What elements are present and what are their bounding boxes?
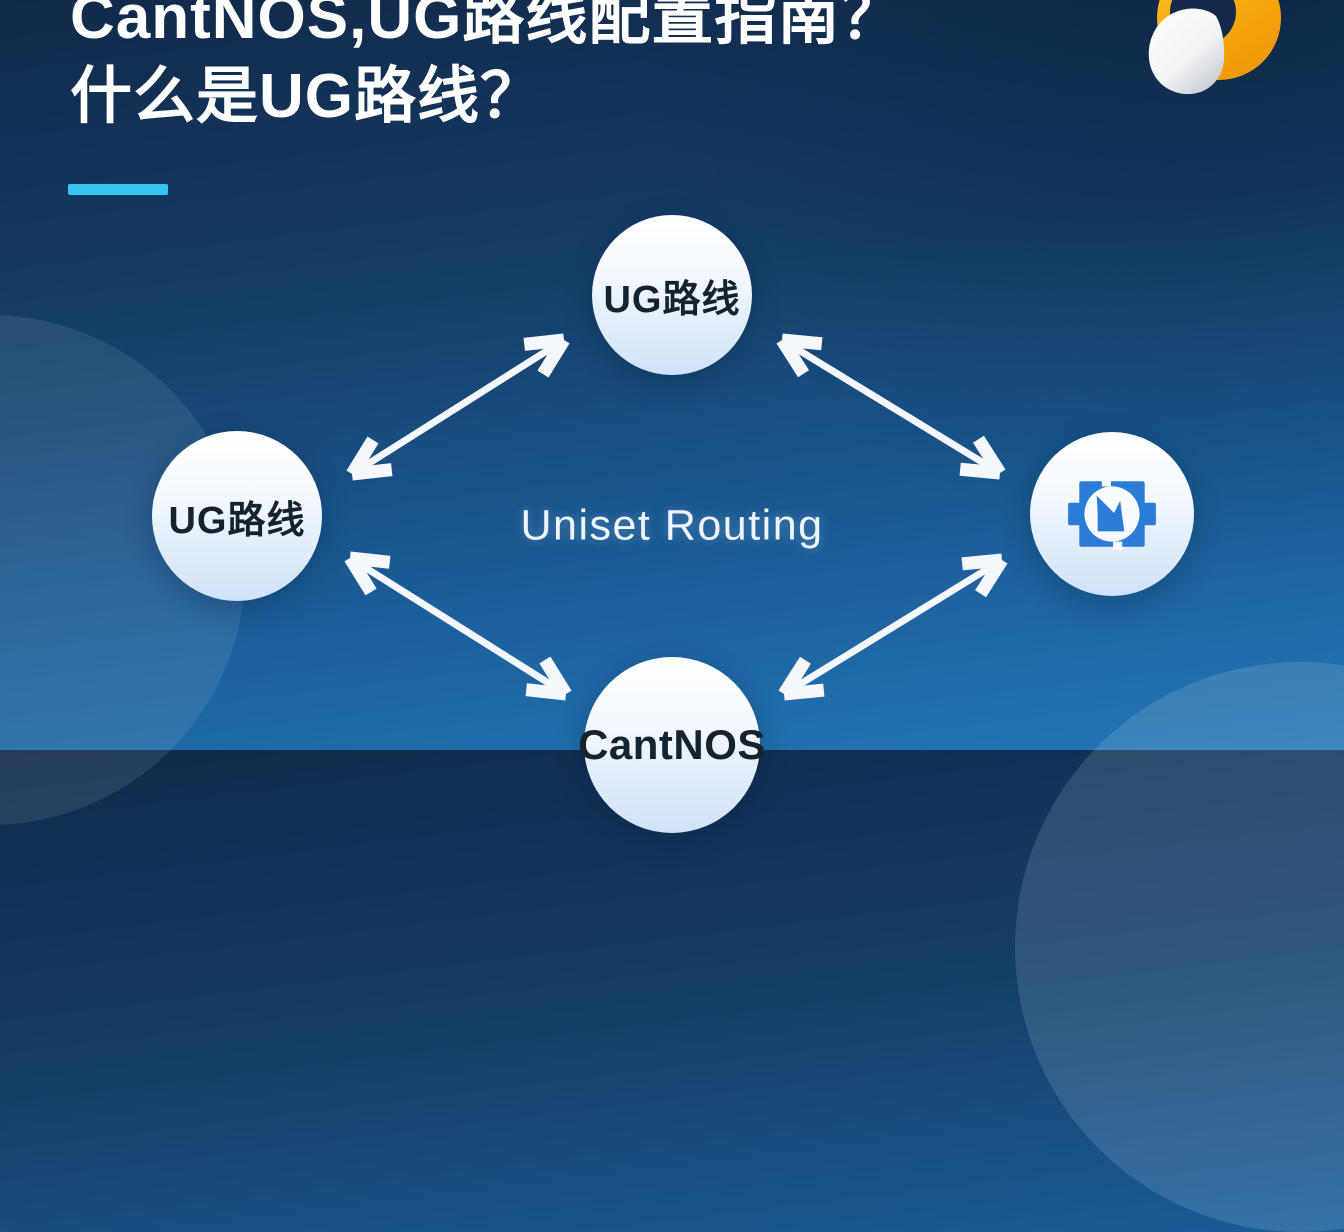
- page-title-line2: 什么是UG路线？: [70, 62, 544, 131]
- page-title-line1: CantNOS,UG路线配置指南？: [70, 0, 904, 52]
- node-label: CantNOS: [578, 721, 766, 768]
- diagram-center-label: Uniset Routing: [520, 501, 824, 550]
- node-label: UG路线: [168, 499, 306, 542]
- page-title: CantNOS,UG路线配置指南？ 什么是UG路线？: [70, 0, 903, 136]
- node-cantnos-bottom: CantNOS: [578, 657, 765, 833]
- background-blob-bottom-right: [1015, 662, 1344, 1232]
- nx-swirl-logo-icon: [1148, 0, 1281, 95]
- nx-routing-icon: [1068, 478, 1156, 550]
- node-ug-route-top: UG路线: [592, 215, 752, 375]
- title-accent-bar: [68, 184, 168, 195]
- node-nx-routing: [1030, 432, 1194, 596]
- brand-logo: [1126, 0, 1290, 112]
- node-label: UG路线: [603, 278, 741, 321]
- node-ug-route-left: UG路线: [152, 431, 322, 601]
